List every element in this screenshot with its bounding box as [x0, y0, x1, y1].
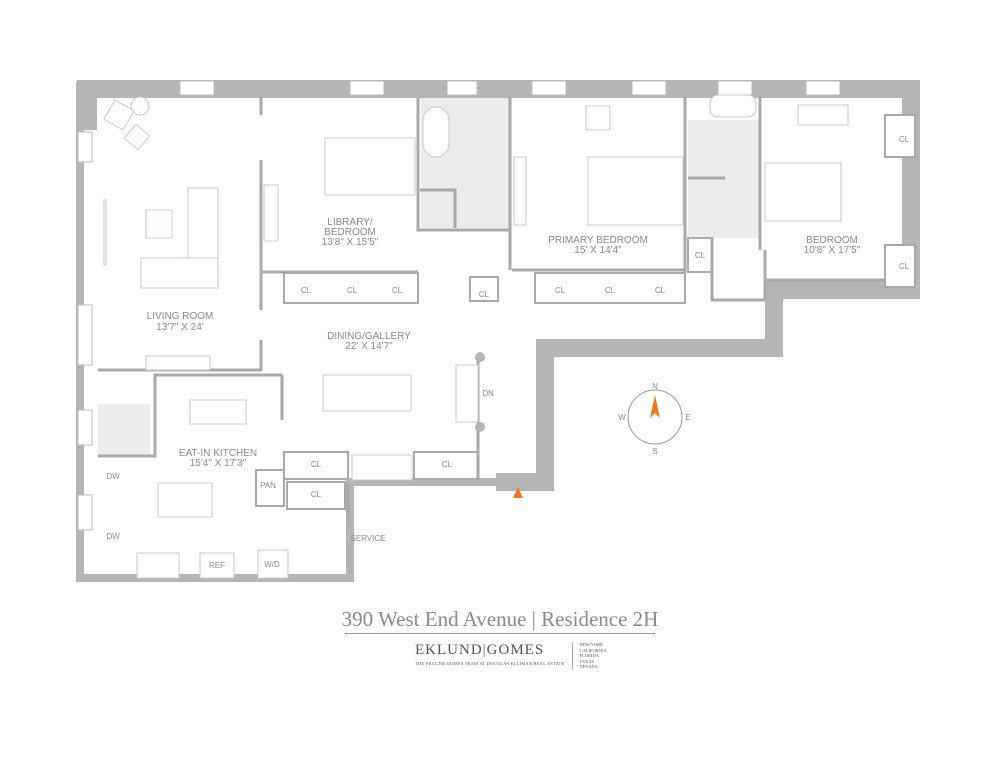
closet-labels: CL CL CL CL CL CL CL CL CL CL CL CL CL [301, 135, 910, 499]
listing-title: 390 West End Avenue | Residence 2H [341, 607, 659, 631]
svg-text:CL: CL [442, 460, 453, 469]
svg-text:CL: CL [311, 490, 322, 499]
svg-text:CL: CL [392, 286, 403, 295]
compass-icon: N S E W [618, 382, 690, 456]
primary-bedroom-size: 15' X 14'4" [574, 245, 622, 256]
svg-text:CL: CL [479, 290, 490, 299]
brand-team: THE EKLUND GOMES TEAM AT DOUGLAS ELLIMAN… [415, 661, 565, 666]
interior-walls [98, 97, 916, 520]
svg-text:CL: CL [899, 262, 910, 271]
furniture [103, 94, 849, 579]
entry-marker-icon [513, 487, 523, 498]
kitchen-size: 15'4" X 17'3" [190, 458, 247, 469]
svg-text:CL: CL [695, 251, 706, 260]
washer-dryer-label: W/D [264, 560, 280, 569]
svg-text:CL: CL [347, 286, 358, 295]
windows [77, 80, 841, 531]
stairs-down-label: DN [482, 389, 494, 398]
library-label-2: BEDROOM [324, 227, 376, 238]
svg-text:CL: CL [555, 286, 566, 295]
dining-label: DINING/GALLERY [327, 331, 411, 342]
library-label-1: LIBRARY/ [327, 217, 373, 228]
svg-text:N: N [652, 382, 658, 391]
service-label: SERVICE [351, 534, 386, 543]
bedroom-label: BEDROOM [806, 235, 858, 246]
dishwasher-label: DW [106, 532, 120, 541]
living-room-size: 13'7" X 24' [156, 322, 203, 333]
svg-text:CL: CL [605, 286, 616, 295]
svg-text:CL: CL [301, 286, 312, 295]
refrigerator-label: REF [209, 561, 225, 570]
svg-text:CL: CL [899, 135, 910, 144]
divider [345, 633, 655, 634]
kitchen-label: EAT-IN KITCHEN [179, 448, 257, 459]
svg-text:E: E [685, 413, 690, 422]
powder-room [98, 404, 150, 456]
dining-size: 22' X 14'7" [345, 341, 393, 352]
svg-text:W: W [618, 413, 626, 422]
svg-text:CL: CL [311, 460, 322, 469]
pantry-label: PAN [260, 481, 276, 490]
brand-name: EKLUND|GOMES [415, 642, 545, 658]
svg-text:CL: CL [655, 286, 666, 295]
svg-text:S: S [652, 447, 657, 456]
dishwasher-label: DW [106, 472, 120, 481]
primary-bedroom-label: PRIMARY BEDROOM [548, 235, 648, 246]
living-room-label: LIVING ROOM [147, 311, 214, 322]
library-size: 13'8" X 15'5" [322, 237, 379, 248]
brand-logo: EKLUND|GOMES THE EKLUND GOMES TEAM AT DO… [415, 642, 607, 670]
bedroom-size: 10'8" X 17'5" [804, 245, 861, 256]
